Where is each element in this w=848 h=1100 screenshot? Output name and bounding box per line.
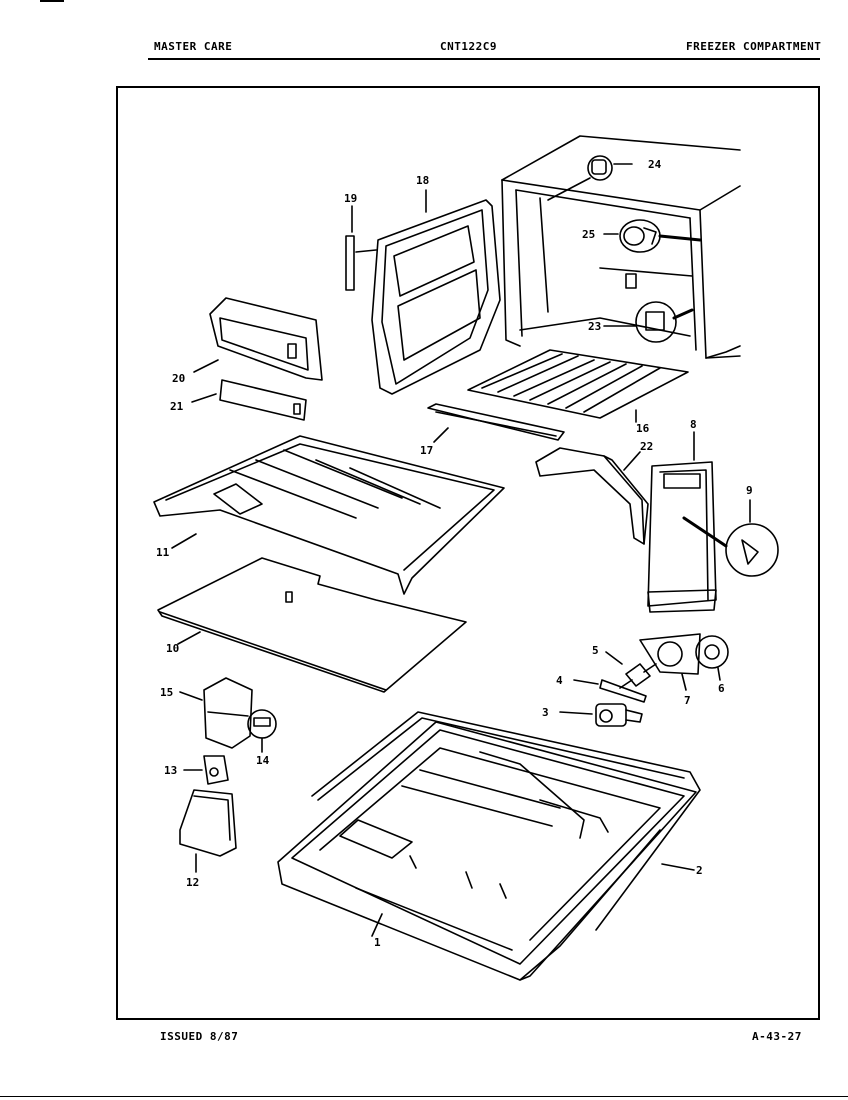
part-4-motor-clip [573, 679, 647, 703]
part-18-evaporator-cover [371, 189, 501, 395]
part-5-fan-blade [605, 651, 657, 689]
callout-24: 24 [648, 158, 662, 171]
part-22-air-duct [535, 447, 649, 545]
callout-5: 5 [592, 644, 599, 657]
callout-3: 3 [542, 706, 549, 719]
part-7-fan-bracket [639, 633, 701, 691]
header-rule [148, 58, 820, 60]
part-8-evaporator-cover-panel [647, 431, 717, 613]
part-6-fan-grommet [695, 635, 729, 681]
callout-16: 16 [636, 422, 650, 435]
callout-17: 17 [420, 444, 433, 457]
callout-labels: 1 2 3 4 5 6 7 8 9 10 11 12 13 14 15 16 1… [156, 158, 753, 949]
part-19-hinge [345, 205, 377, 291]
part-17-shelf-rail [427, 403, 565, 443]
callout-15: 15 [160, 686, 173, 699]
part-23-switch [603, 273, 694, 343]
part-12-ice-tray [179, 789, 237, 873]
footer-page-code: A-43-27 [752, 1030, 802, 1043]
part-2-gasket [311, 711, 701, 931]
scan-corner-mark [40, 0, 64, 2]
part-25-light-bulb [603, 219, 702, 253]
bottom-rule [0, 1096, 848, 1097]
header-brand: MASTER CARE [154, 40, 233, 53]
callout-10: 10 [166, 642, 179, 655]
part-21-label-plate [191, 379, 307, 421]
part-11-floor-cover [153, 435, 505, 595]
callout-22: 22 [640, 440, 653, 453]
callout-20: 20 [172, 372, 185, 385]
header-section: FREEZER COMPARTMENT [686, 40, 822, 53]
callout-9: 9 [746, 484, 753, 497]
callout-2: 2 [696, 864, 703, 877]
callout-6: 6 [718, 682, 725, 695]
callout-14: 14 [256, 754, 270, 767]
callout-19: 19 [344, 192, 357, 205]
callout-11: 11 [156, 546, 170, 559]
part-3-fan-motor [559, 703, 643, 727]
callout-7: 7 [684, 694, 691, 707]
callout-1: 1 [374, 936, 381, 949]
freezer-cabinet-liner [501, 135, 741, 359]
callout-25: 25 [582, 228, 595, 241]
part-20-control-housing [193, 297, 323, 381]
diagram-frame [116, 86, 820, 1020]
part-10-insulation-pad [157, 557, 467, 693]
callout-21: 21 [170, 400, 184, 413]
callout-13: 13 [164, 764, 177, 777]
callout-23: 23 [588, 320, 601, 333]
part-13-bracket [183, 755, 229, 785]
callout-12: 12 [186, 876, 199, 889]
part-14-knob [247, 709, 277, 753]
part-24-bulb-socket [547, 155, 633, 201]
callout-8: 8 [690, 418, 697, 431]
callout-18: 18 [416, 174, 429, 187]
part-1-freezer-floor-pan [277, 721, 697, 981]
callout-4: 4 [556, 674, 563, 687]
part-16-wire-shelf [467, 349, 689, 423]
header-model: CNT122C9 [440, 40, 497, 53]
part-15-ice-bucket-housing [179, 677, 253, 749]
part-9-fan-grommet [682, 499, 779, 577]
footer-issued: ISSUED 8/87 [160, 1030, 239, 1043]
